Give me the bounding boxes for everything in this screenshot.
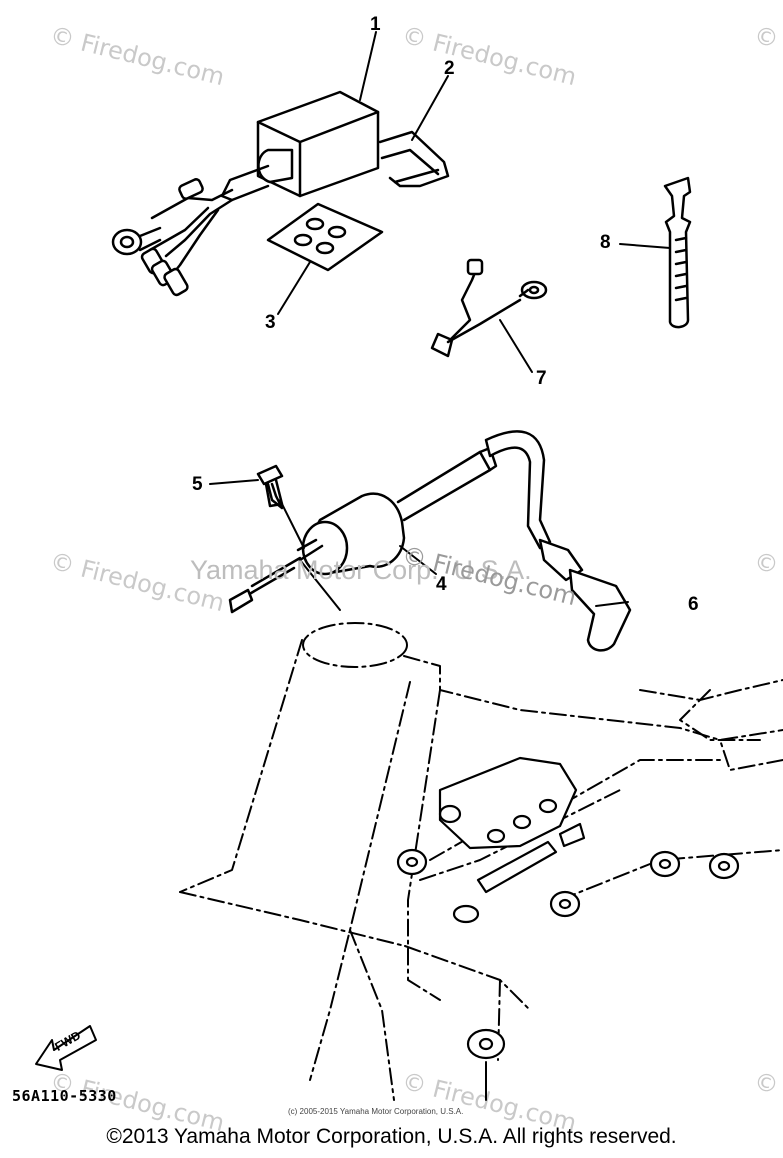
center-watermark-text: Yamaha Motor Corp., U.S.A. <box>190 555 532 585</box>
copyright-notice: ©2013 Yamaha Motor Corporation, U.S.A. A… <box>106 1125 677 1148</box>
callout-8: 8 <box>600 232 611 253</box>
engine-mount-parts <box>396 756 740 1060</box>
control-unit-part <box>111 90 380 297</box>
diagram-reference-number: 56A110-5330 <box>12 1087 117 1105</box>
small-copyright: (c) 2005-2015 Yamaha Motor Corporation, … <box>288 1107 464 1116</box>
callout-3: 3 <box>265 312 276 333</box>
lead-wire-part <box>430 258 548 358</box>
leader-lines <box>209 31 671 1101</box>
callout-5: 5 <box>192 474 203 495</box>
callout-7: 7 <box>536 368 547 389</box>
callout-4: 4 <box>436 574 447 595</box>
center-watermark: Yamaha Motor Corp., U.S.A. <box>190 555 532 586</box>
callout-6: 6 <box>688 594 699 615</box>
cable-tie-part <box>663 176 692 329</box>
ignition-coil-part <box>228 446 498 614</box>
damper-plate-part <box>266 202 384 272</box>
callout-2: 2 <box>444 58 455 79</box>
frame-outline <box>179 622 783 1101</box>
bracket-part <box>378 130 450 188</box>
callout-1: 1 <box>370 14 381 35</box>
bolt-part <box>256 464 284 510</box>
plug-cap-part <box>484 430 632 652</box>
fwd-arrow-icon <box>35 1025 97 1071</box>
